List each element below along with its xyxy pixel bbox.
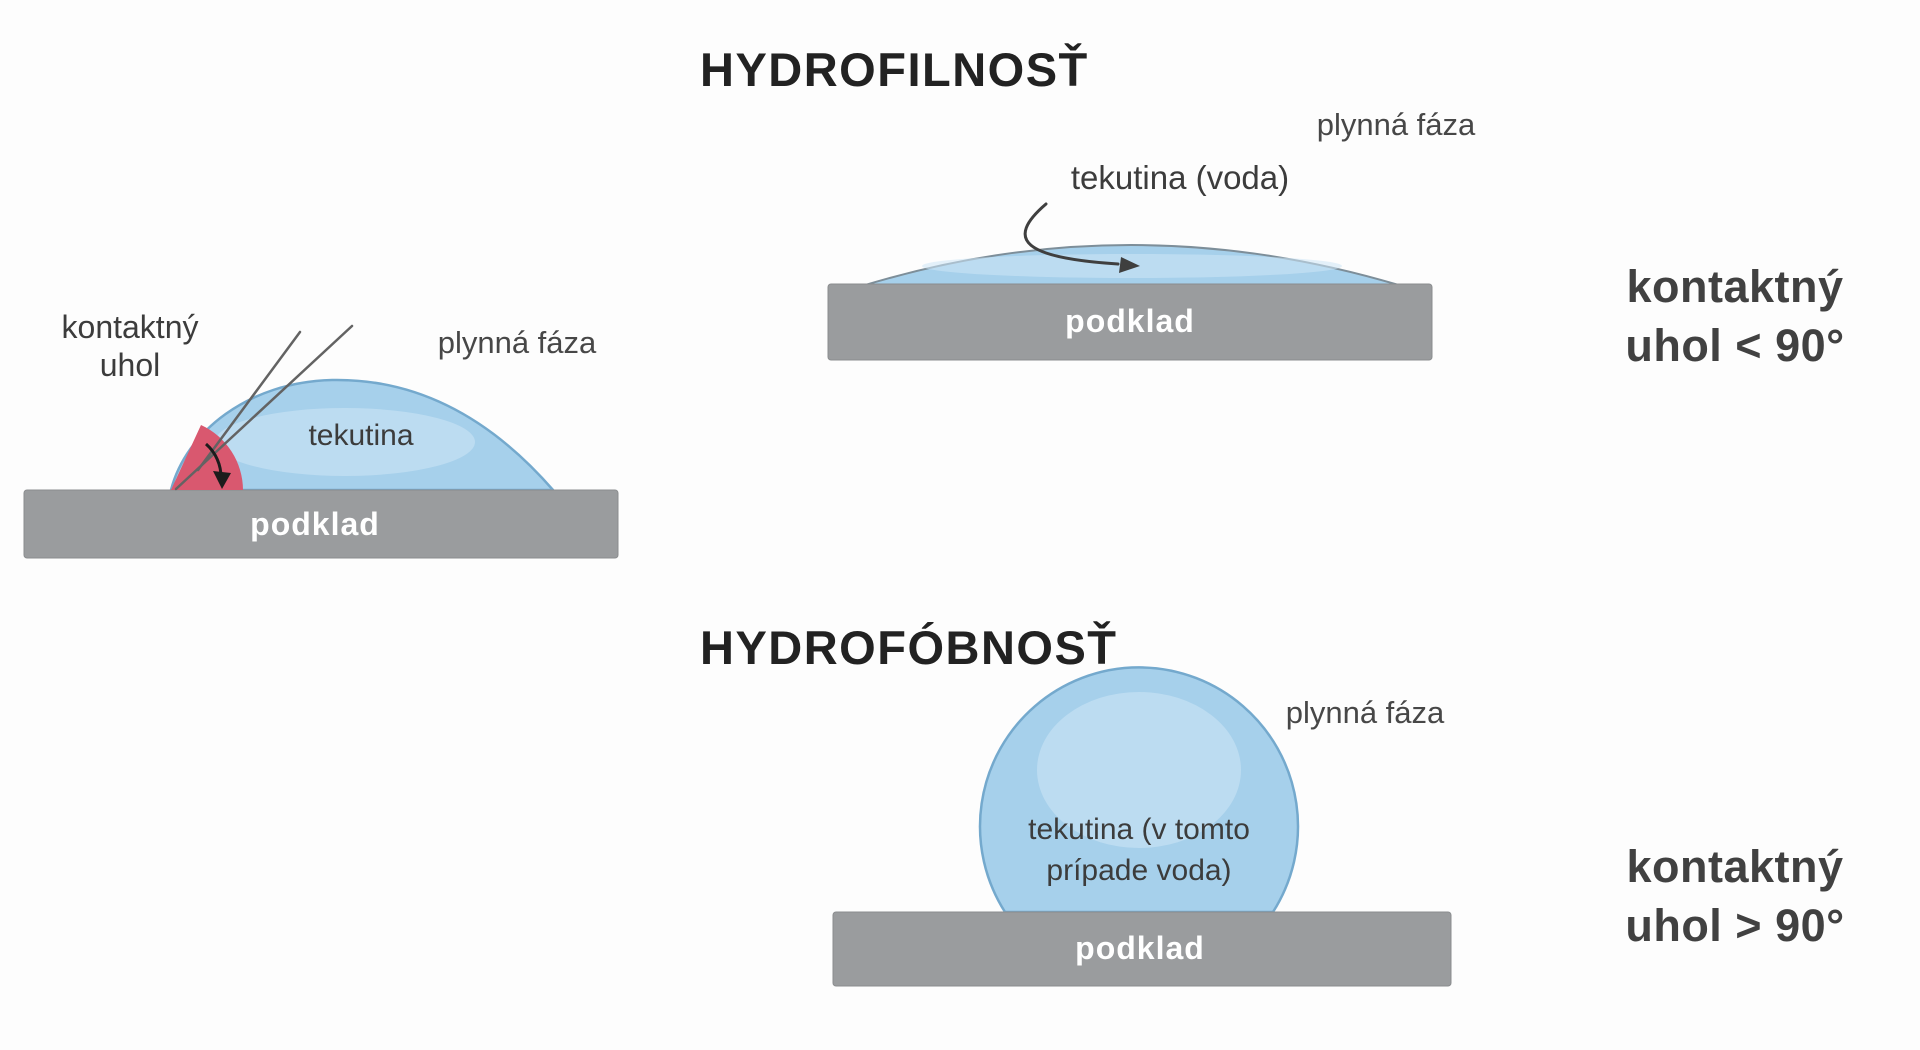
substrate-label-hydrophobic: podklad [1075, 930, 1205, 966]
liquid-label-arrow [1023, 202, 1120, 266]
substrate-label-angle-diagram: podklad [250, 506, 380, 542]
gas-phase-label-angle-diagram: plynná fáza [437, 325, 597, 360]
contact-angle-label-line1: kontaktný [61, 309, 199, 345]
liquid-label-angle-diagram: tekutina [308, 419, 414, 452]
contact-angle-label: kontaktný uhol [15, 308, 245, 385]
contact-angle-result-line2: uhol < 90° [1625, 319, 1845, 371]
contact-angle-result-hydrophobic-line1: kontaktný [1626, 841, 1844, 892]
liquid-label-hydrophobic-line1: tekutina (v tomto [1028, 813, 1250, 846]
contact-angle-result-line1: kontaktný [1626, 261, 1844, 312]
substrate-bottom [832, 911, 1452, 987]
angle-pointer-line [196, 330, 302, 472]
substrate-label-hydrophilic: podklad [1065, 303, 1195, 339]
contact-angle-result-hydrophobic-line2: uhol > 90° [1625, 899, 1845, 951]
hydrophilic-title: HYDROFILNOSŤ [700, 43, 1089, 96]
substrate-left [23, 489, 619, 559]
hydrophobic-title: HYDROFÓBNOSŤ [700, 621, 1118, 674]
gas-phase-label-hydrophilic: plynná fáza [1316, 107, 1476, 142]
liquid-label-hydrophobic: tekutina (v tomto prípade voda) [964, 810, 1314, 891]
liquid-label-hydrophobic-line2: prípade voda) [1046, 853, 1232, 887]
hydrophobic-droplet-highlight [1037, 692, 1241, 848]
liquid-label-hydrophilic: tekutina (voda) [1070, 159, 1290, 196]
contact-angle-droplet-highlight [215, 408, 475, 476]
gas-phase-label-hydrophobic: plynná fáza [1285, 695, 1445, 730]
angle-arc-arrowhead [213, 471, 231, 489]
contact-angle-result-hydrophobic: kontaktný uhol > 90° [1565, 838, 1905, 955]
contact-angle-label-line2: uhol [99, 347, 161, 384]
substrate-top [827, 283, 1433, 361]
contact-angle-result-hydrophilic: kontaktný uhol < 90° [1565, 258, 1905, 375]
liquid-label-arrowhead [1119, 257, 1140, 273]
